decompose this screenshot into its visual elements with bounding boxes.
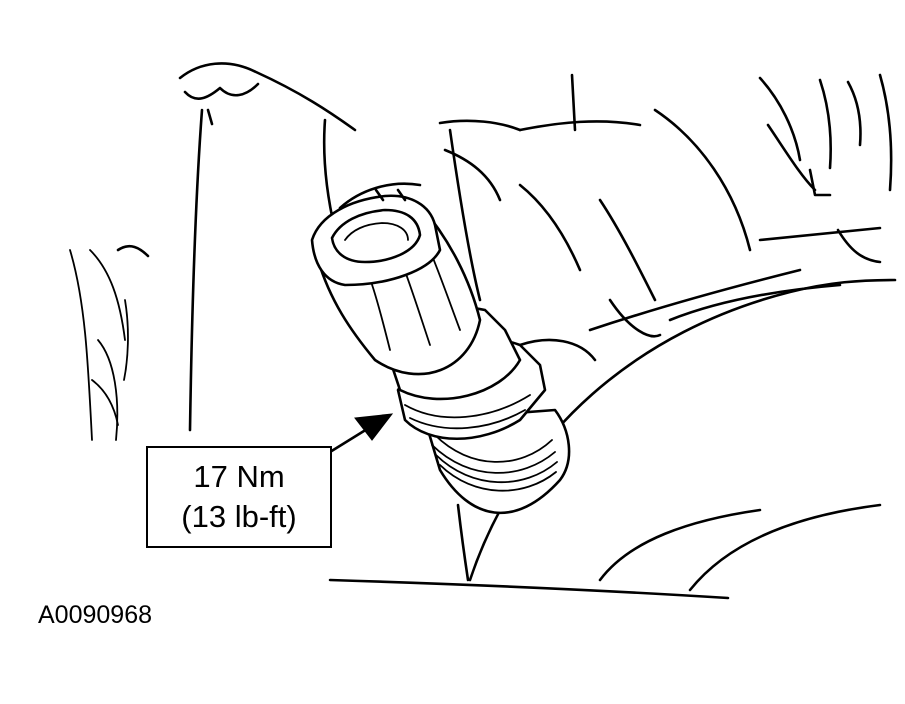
torque-specification-callout: 17 Nm (13 lb-ft): [146, 446, 332, 548]
sensor-body: [310, 188, 571, 515]
torque-imperial-value: (13 lb-ft): [181, 499, 297, 534]
engine-casting-lines: [69, 62, 897, 600]
figure-id-label: A0090968: [38, 601, 153, 629]
torque-pointer-arrow: [328, 413, 394, 454]
torque-metric-value: 17 Nm: [193, 459, 285, 494]
